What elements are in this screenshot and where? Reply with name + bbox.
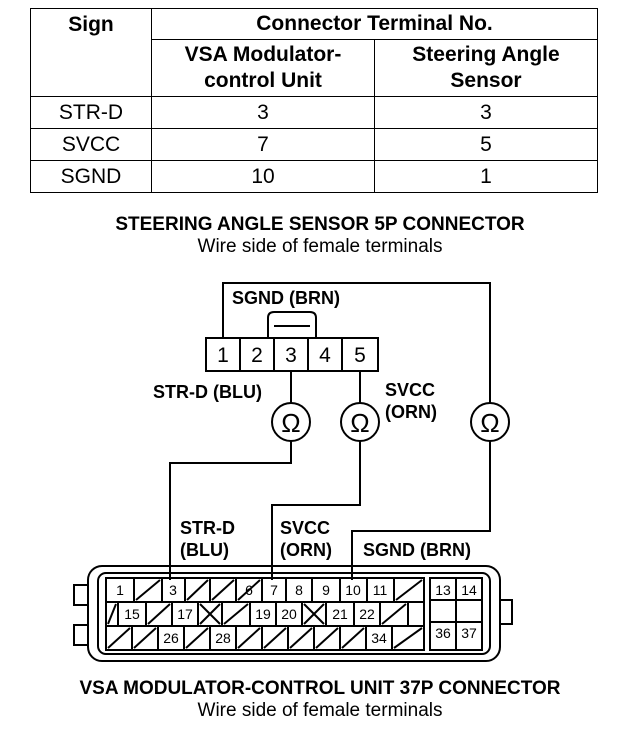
vsa-terminal: 3 xyxy=(169,582,177,598)
sign-cell: SVCC xyxy=(30,128,152,161)
sensor-terminal-2: 2 xyxy=(251,344,263,367)
ohmmeter-svcc: Ω xyxy=(340,402,380,442)
vsa-terminal: 34 xyxy=(371,630,387,646)
vsa-terminal: 11 xyxy=(373,582,388,598)
svcc-top-label-color: (ORN) xyxy=(385,402,437,422)
vsa-connector-caption: VSA MODULATOR-CONTROL UNIT 37P CONNECTOR… xyxy=(0,678,640,722)
sensor-terminal-5: 5 xyxy=(354,344,366,367)
vsa-terminal: 14 xyxy=(461,582,477,598)
vsa-terminal: 37 xyxy=(461,625,477,641)
sensor-terminal-1: 1 xyxy=(217,344,229,367)
vsa-terminal: 1 xyxy=(116,582,124,598)
ohm-icon: Ω xyxy=(281,408,300,438)
sensor-terminal-numbers: 1 2 3 4 5 xyxy=(217,344,366,367)
sign-header: Sign xyxy=(30,8,152,97)
table-row: SGND 10 1 xyxy=(30,160,598,193)
table-row: SVCC 7 5 xyxy=(30,128,598,161)
vsa-terminal: 36 xyxy=(435,625,451,641)
sensor-caption-title: STEERING ANGLE SENSOR 5P CONNECTOR xyxy=(115,214,525,235)
vsa-terminal: 9 xyxy=(322,582,330,598)
vsa-terminal: 13 xyxy=(435,582,451,598)
strd-bottom-label-color: (BLU) xyxy=(180,540,229,560)
ohmmeter-sgnd: Ω xyxy=(470,402,510,442)
vsa-terminal: 22 xyxy=(359,606,375,622)
ohmmeter-strd: Ω xyxy=(271,402,311,442)
vsa-terminal: 10 xyxy=(345,582,361,598)
sgnd-top-label: SGND (BRN) xyxy=(232,288,340,308)
vsa-caption-subtitle: Wire side of female terminals xyxy=(197,700,443,721)
strd-bottom-label: STR-D xyxy=(180,518,235,538)
wire-labels: SGND (BRN) STR-D (BLU) SVCC (ORN) STR-D … xyxy=(153,288,471,560)
vsa-37p-connector xyxy=(73,565,513,662)
vsa-terminal: 8 xyxy=(295,582,303,598)
vsa-terminal: 28 xyxy=(215,630,231,646)
sensor-caption-subtitle: Wire side of female terminals xyxy=(197,236,443,257)
terminal-table: Sign Connector Terminal No. VSA Modulato… xyxy=(30,8,598,193)
wires xyxy=(169,282,491,580)
vsa-terminal: 20 xyxy=(281,606,297,622)
vsa-terminal: 26 xyxy=(163,630,179,646)
ohm-icon: Ω xyxy=(350,408,369,438)
sensor-connector-caption: STEERING ANGLE SENSOR 5P CONNECTOR Wire … xyxy=(0,214,640,258)
vsa-terminal: 7 xyxy=(270,582,278,598)
ohm-icon: Ω xyxy=(480,408,499,438)
vsa-terminal: 17 xyxy=(177,606,193,622)
connector-terminal-header: Connector Terminal No. xyxy=(151,8,598,40)
vsa-terminal: 21 xyxy=(332,606,348,622)
svcc-bottom-label: SVCC xyxy=(280,518,330,538)
sgnd-bottom-label: SGND (BRN) xyxy=(363,540,471,560)
vsa-terminal-numbers: 1 3 6 7 8 9 10 11 15 17 19 20 21 22 26 2… xyxy=(116,582,477,646)
vsa-cell: 3 xyxy=(151,96,375,129)
vsa-caption-title: VSA MODULATOR-CONTROL UNIT 37P CONNECTOR xyxy=(79,678,561,699)
sensor-cell: 1 xyxy=(374,160,598,193)
vsa-terminal: 6 xyxy=(245,582,253,598)
sensor-column-header: Steering Angle Sensor xyxy=(374,39,598,97)
sensor-terminal-3: 3 xyxy=(285,344,297,367)
strd-top-label: STR-D (BLU) xyxy=(153,382,262,402)
sgnd-wire xyxy=(222,282,491,403)
sign-cell: STR-D xyxy=(30,96,152,129)
svcc-top-label: SVCC xyxy=(385,380,435,400)
svcc-bottom-label-color: (ORN) xyxy=(280,540,332,560)
sensor-terminal-4: 4 xyxy=(319,344,331,367)
vsa-cell: 10 xyxy=(151,160,375,193)
vsa-terminal: 15 xyxy=(124,606,140,622)
sign-cell: SGND xyxy=(30,160,152,193)
vsa-terminal: 19 xyxy=(255,606,271,622)
